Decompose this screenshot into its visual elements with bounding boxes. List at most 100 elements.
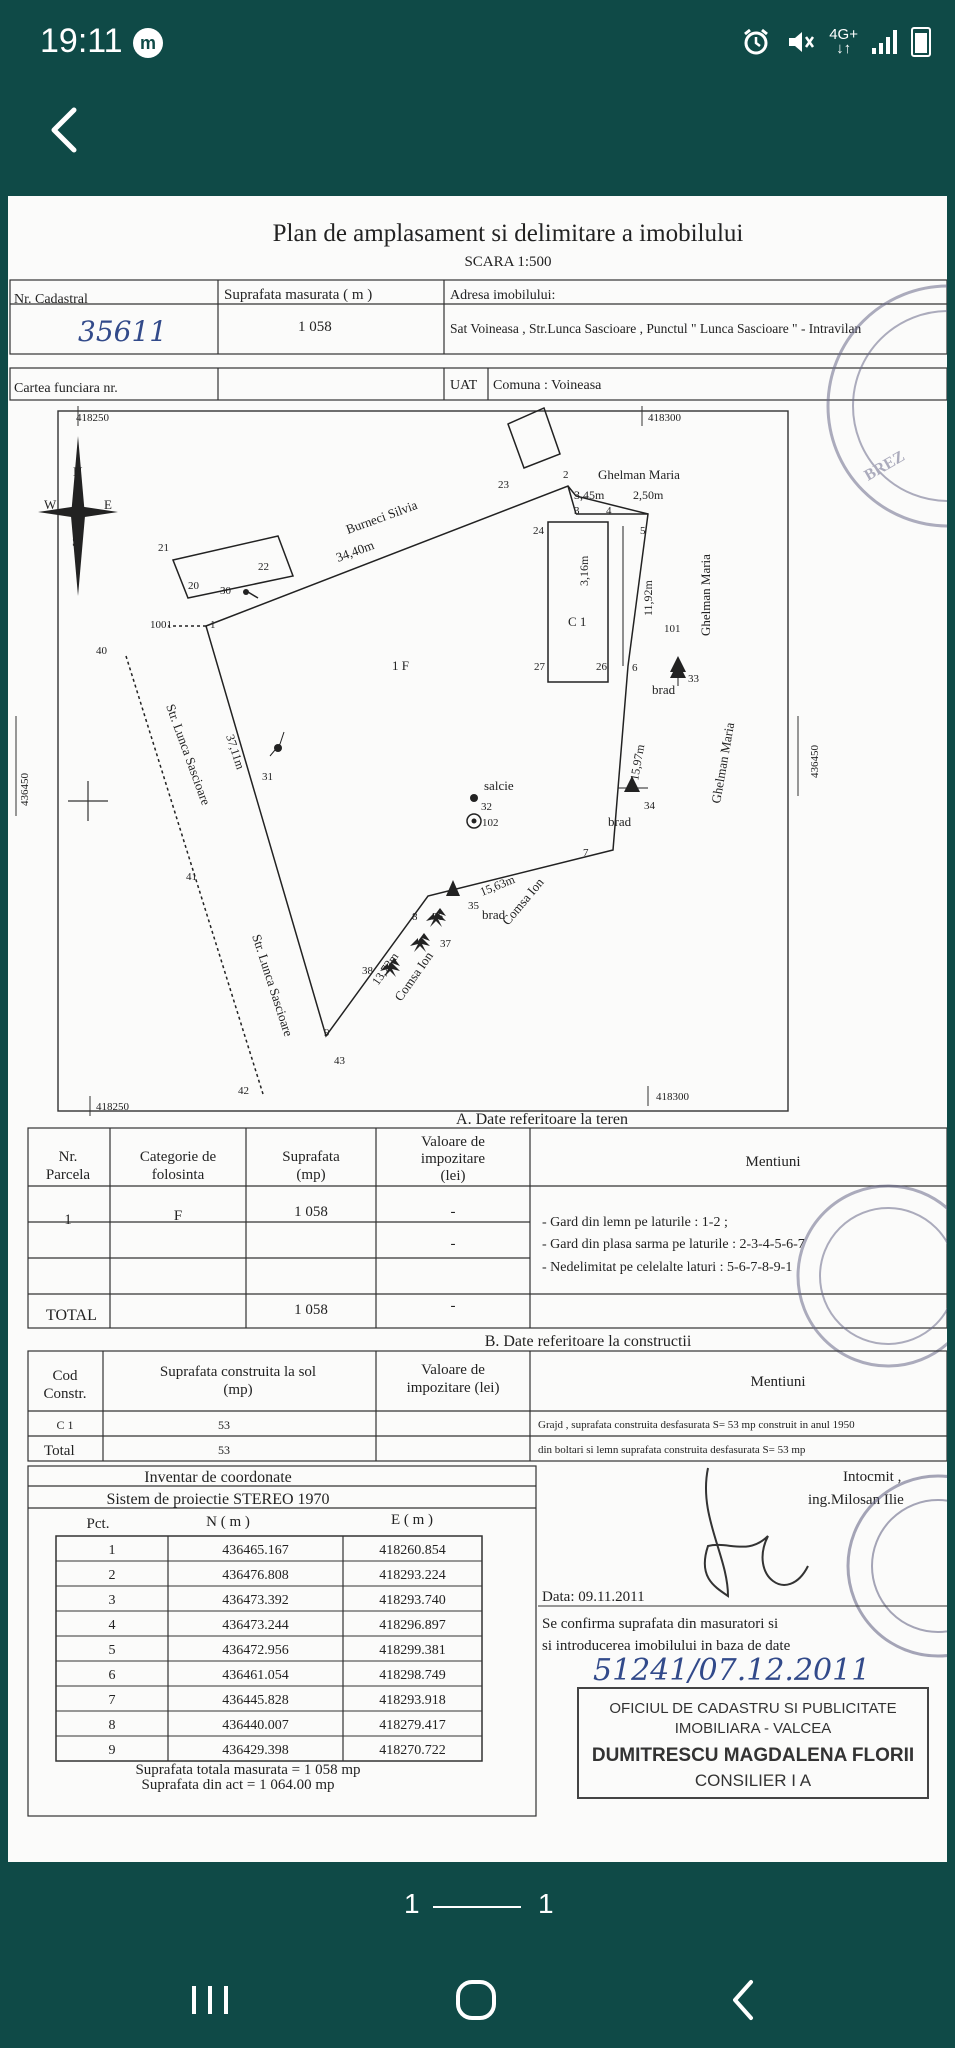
coord-e: 418279.417 [379,1718,446,1733]
svg-text:22: 22 [258,561,269,573]
svg-text:40: 40 [96,645,108,657]
section-a-title: A. Date referitoare la teren [456,1111,628,1128]
suprafata-value: 1 058 [298,319,332,335]
label-nr-cadastral: Nr. Cadastral [14,292,88,307]
col-supr-constr-1: Suprafata construita la sol [160,1364,316,1380]
col-val-b-1: Valoare de [421,1362,485,1378]
mentiune-1: - Gard din lemn pe laturile : 1-2 ; [542,1215,728,1230]
confirm-line-2: si introducerea imobilului in baza de da… [542,1638,791,1654]
coord-pct: 3 [109,1593,116,1608]
svg-text:35: 35 [468,900,480,912]
coord-left: 436450 [19,773,31,807]
rectangular-stamp: OFICIUL DE CADASTRU SI PUBLICITATE IMOBI… [577,1687,929,1799]
coord-pct: 9 [109,1743,116,1758]
back-icon[interactable] [715,1970,775,2030]
owner-ghelman-right-lower: Ghelman Maria [708,721,737,805]
mentiune-b-2: din boltari si lemn suprafata construita… [538,1444,806,1456]
col-parcela-1: Nr. [59,1149,78,1165]
coord-pct: 1 [109,1543,116,1558]
network-type: 4G+ [829,26,858,43]
col-valoare-3: (lei) [441,1168,466,1184]
col-e: E ( m ) [391,1512,433,1528]
label-adresa: Adresa imobilului: [450,288,555,303]
grid-cross [68,781,108,821]
coord-n: 436429.398 [222,1743,289,1758]
cell-supr-constr: 53 [218,1418,230,1432]
svg-text:3: 3 [574,505,580,517]
svg-text:20: 20 [188,580,200,592]
battery-icon [911,27,931,57]
inventar-title: Inventar de coordonate [144,1469,291,1486]
network-activity: ↓↑ [836,40,852,57]
stamp-line-2: IMOBILIARA - VALCEA [675,1720,831,1737]
cell-valoare: - [451,1204,456,1220]
dim-west: 37,11m [223,733,248,772]
svg-text:6: 6 [632,662,638,674]
tree-symbols [243,589,686,977]
total-suprafata: 1 058 [294,1302,328,1318]
compass-east: E [104,497,112,512]
messenger-icon: m [133,28,163,58]
svg-text:2: 2 [563,469,569,481]
street-label-1: Str. Lunca Sascioare [163,702,214,807]
svg-text:102: 102 [482,817,499,829]
col-mentiuni: Mentiuni [746,1154,801,1170]
svg-text:9: 9 [324,1027,330,1039]
svg-text:43: 43 [334,1055,346,1067]
col-categorie-1: Categorie de [140,1149,217,1165]
svg-text:101: 101 [664,623,681,635]
mentiune-b-1: Grajd , suprafata construita desfasurata… [538,1419,855,1431]
confirm-line-1: Se confirma suprafata din masuratori si [542,1616,778,1632]
svg-text:23: 23 [498,479,510,491]
svg-text:27: 27 [534,661,546,673]
author-name: ing.Milosan Ilie [808,1492,904,1508]
intocmit-label: Intocmit , [843,1469,901,1485]
status-icons: 4G+↓↑ [741,24,931,60]
tree-brad-3: brad [482,907,506,922]
coord-pct: 8 [109,1718,116,1733]
coord-e: 418293.740 [379,1593,446,1608]
coord-e: 418270.722 [379,1743,446,1758]
svg-text:4: 4 [606,505,612,517]
svg-text:1001: 1001 [150,619,172,631]
map-frame [57,410,789,1112]
col-suprafata-1: Suprafata [282,1149,340,1165]
svg-text:37: 37 [440,938,452,950]
svg-text:38: 38 [362,965,374,977]
home-icon[interactable] [446,1970,506,2030]
dim-east-upper: 11,92m [641,579,655,616]
document-image[interactable]: Plan de amplasament si delimitare a imob… [8,196,947,1862]
coord-tr: 418300 [648,412,682,424]
coord-e: 418293.918 [379,1693,446,1708]
coord-bl: 418250 [96,1101,130,1113]
coord-e: 418298.749 [379,1668,446,1683]
tree-brad-2: brad [608,814,632,829]
mentiune-3: - Nedelimitat pe celelalte laturi : 5-6-… [542,1260,792,1275]
inventar-system: Sistem de proiectie STEREO 1970 [106,1491,329,1508]
total-supr-constr: 53 [218,1443,230,1457]
coord-n: 436465.167 [222,1543,289,1558]
compass-west: W [44,497,57,512]
col-suprafata-2: (mp) [296,1167,325,1183]
building-label: C 1 [568,614,586,629]
street-label-2: Str. Lunca Sascioare [249,932,296,1038]
mentiune-2: - Gard din plasa sarma pe laturile : 2-3… [542,1237,805,1252]
coord-pct: 7 [109,1693,116,1708]
doc-scale: SCARA 1:500 [464,254,551,270]
label-uat: UAT [450,378,478,393]
compass-south: S [72,534,79,549]
inventar-frame [27,1465,537,1817]
col-valoare-1: Valoare de [421,1134,485,1150]
coord-n: 436472.956 [222,1643,289,1658]
col-parcela-2: Parcela [46,1167,90,1183]
dim-north: 34,40m [334,537,376,565]
back-arrow-icon[interactable] [38,100,98,160]
recent-apps-icon[interactable] [180,1970,240,2030]
parcel-label: 1 F [392,658,409,673]
owner-burneci: Burneci Silvia [344,497,420,537]
page-divider [433,1906,521,1908]
coord-e: 418296.897 [379,1618,446,1633]
section-b-title: B. Date referitoare la constructii [485,1333,692,1350]
signal-icon [872,30,897,54]
svg-text:33: 33 [688,673,700,685]
